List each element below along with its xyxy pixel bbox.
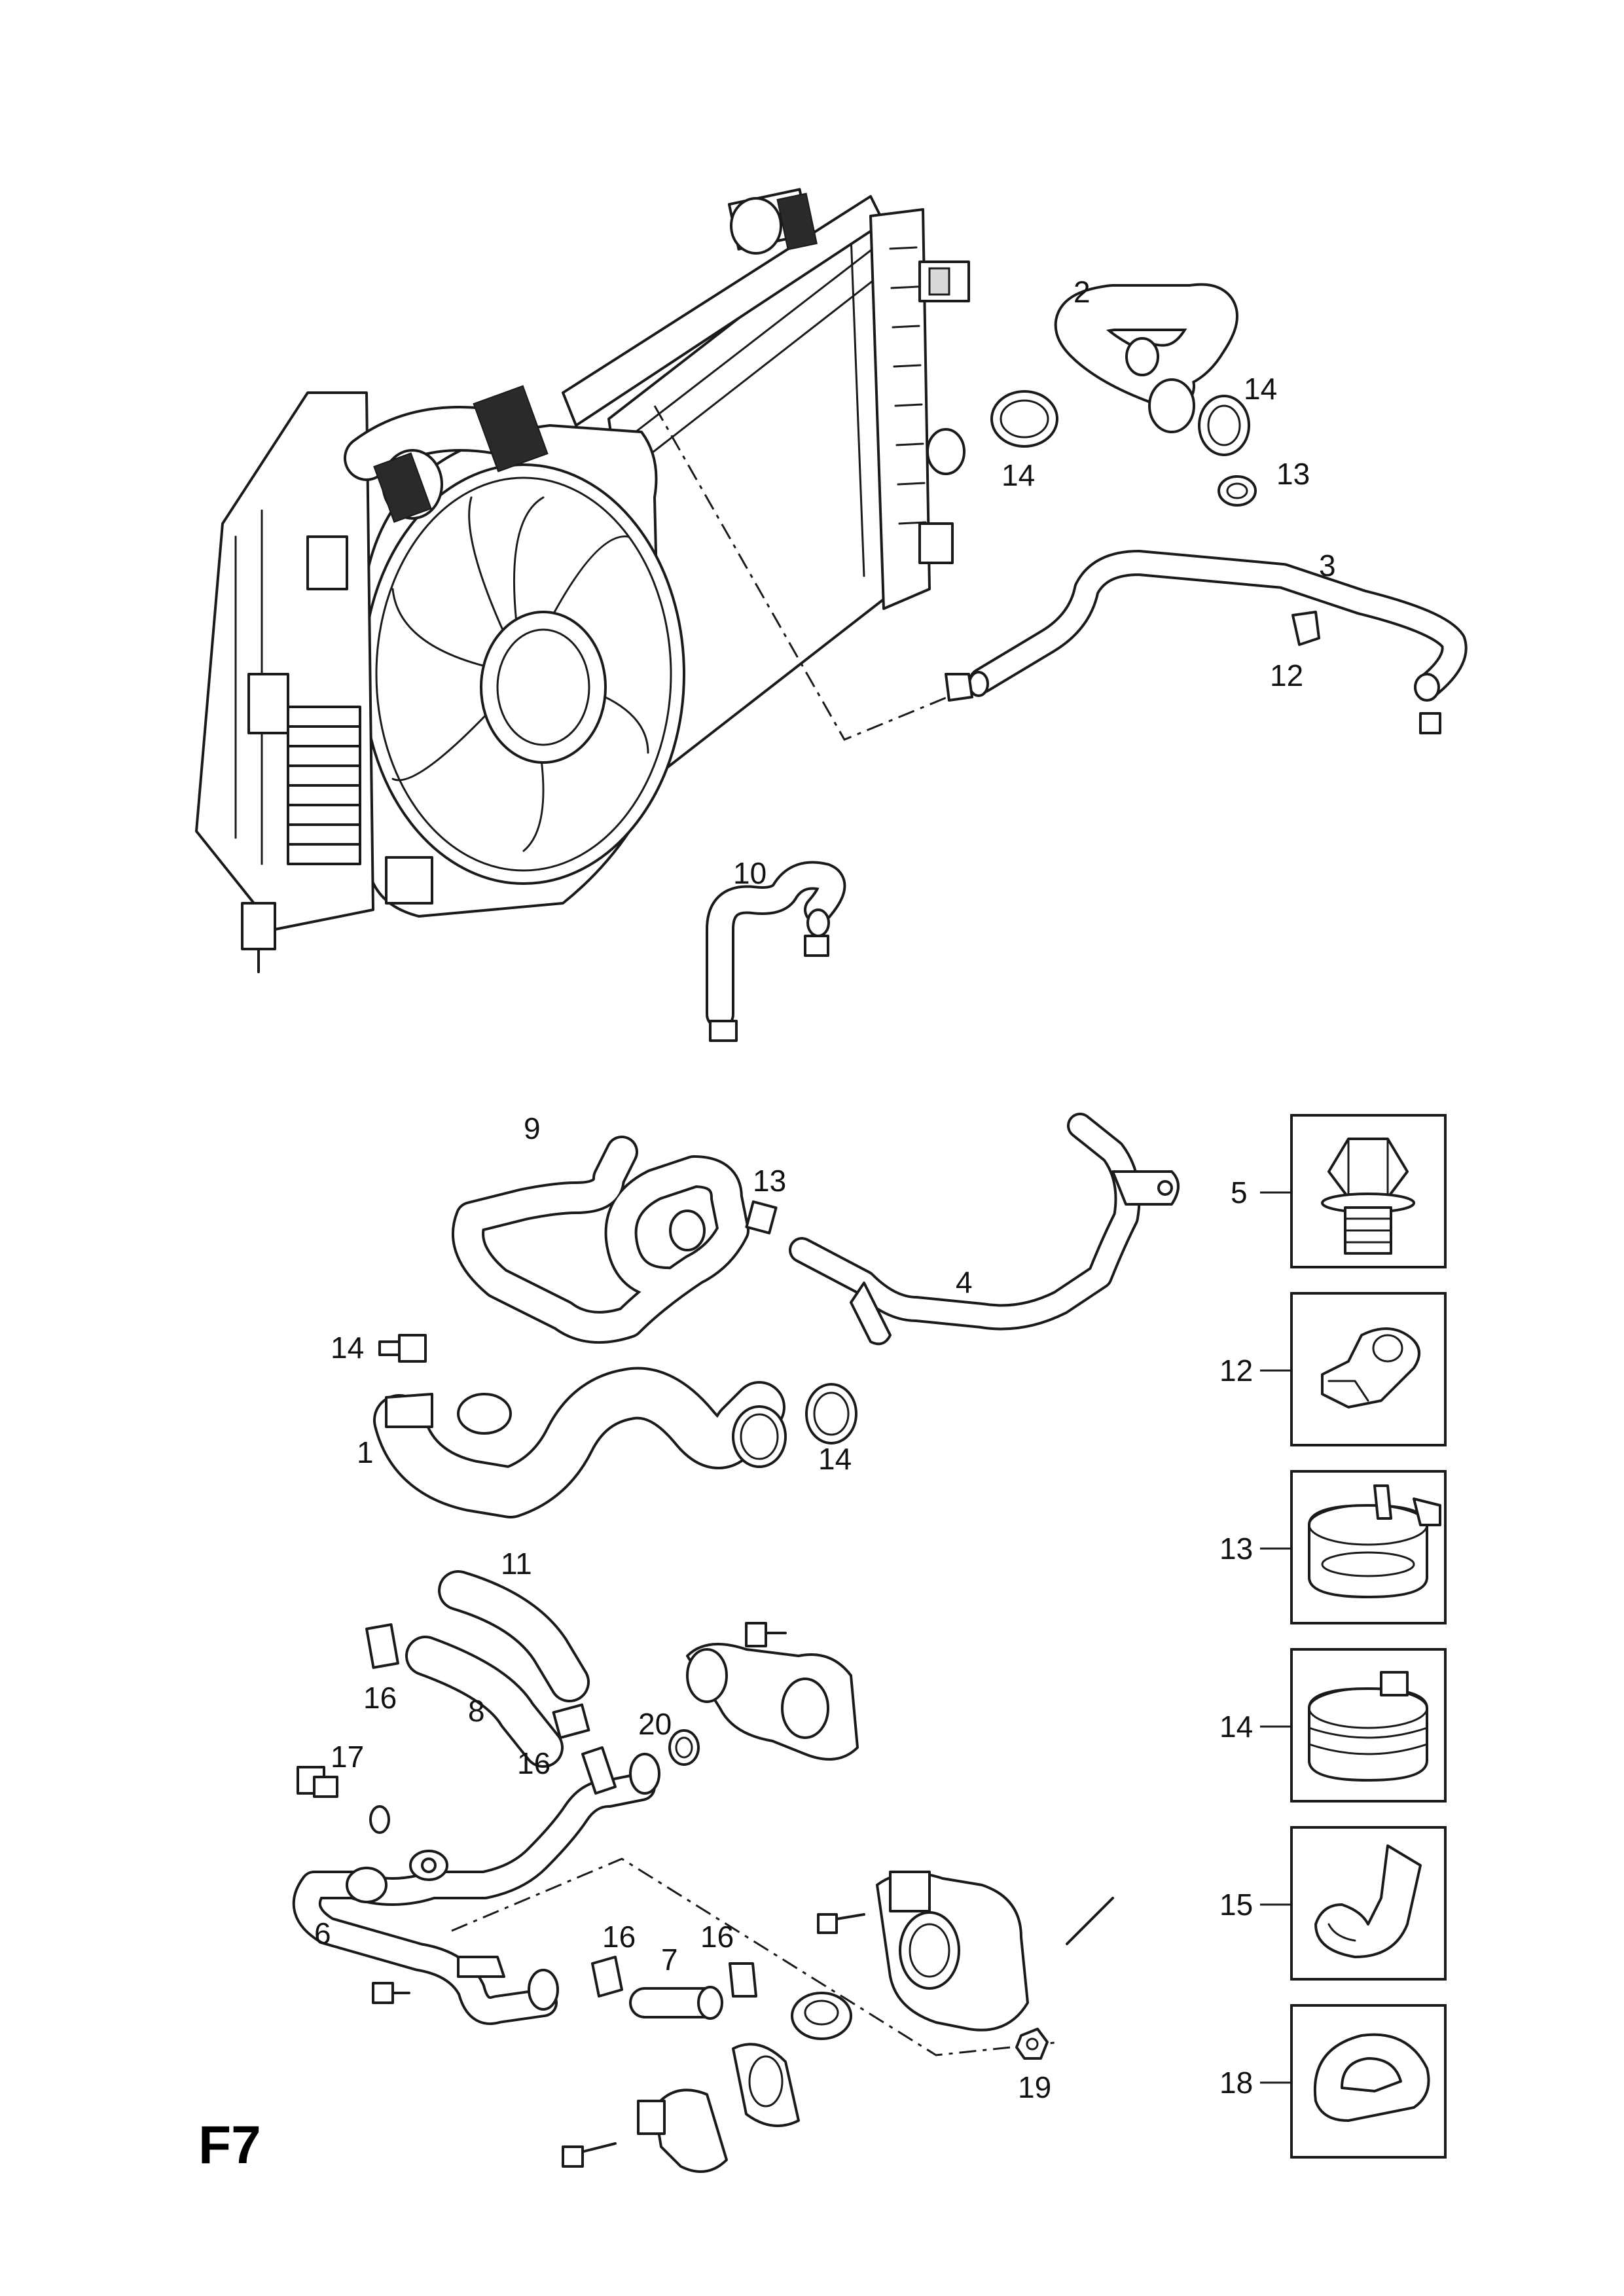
callout-13-mid: 13 <box>753 1164 786 1198</box>
callout-20: 20 <box>638 1707 672 1741</box>
detail-label-18: 18 <box>1219 2066 1253 2100</box>
detail-label-13: 13 <box>1219 1532 1253 1566</box>
detail-label-12: 12 <box>1219 1354 1253 1388</box>
clamp-14-mid-right <box>805 1383 857 1444</box>
clamp-16-lower-right <box>729 1962 757 1998</box>
hose-9 <box>452 1136 749 1344</box>
nut-19 <box>1015 2028 1049 2060</box>
washer-small <box>369 1805 390 1834</box>
callout-19: 19 <box>1018 2070 1051 2104</box>
water-outlet-lower <box>562 2089 728 2173</box>
callout-13-upper: 13 <box>1276 457 1310 491</box>
callout-9: 9 <box>524 1111 541 1145</box>
gasket <box>732 2043 800 2127</box>
callout-16-left: 16 <box>363 1681 397 1715</box>
callout-14-mid-left: 14 <box>331 1331 364 1365</box>
detail-box-5: 5 <box>1231 1114 1447 1268</box>
detail-label-15: 15 <box>1219 1888 1253 1922</box>
hose-8 <box>405 1636 564 1768</box>
hose-1 <box>373 1367 787 1518</box>
clamp-16-mid <box>552 1703 590 1740</box>
callout-14-upper-right: 14 <box>1244 372 1277 406</box>
bolt-small-left <box>372 1982 410 2004</box>
hose-7 <box>629 1986 723 2020</box>
clamp-14-mid-left <box>378 1334 427 1363</box>
clamp-16-left <box>365 1623 399 1669</box>
callout-12-upper: 12 <box>1270 658 1303 692</box>
detail-label-5: 5 <box>1231 1175 1248 1210</box>
detail-box-14: 14 <box>1219 1648 1447 1803</box>
callout-16-lower-left: 16 <box>602 1920 636 1954</box>
clamp-13-upper <box>1218 475 1257 507</box>
callout-4: 4 <box>956 1265 973 1299</box>
detail-box-12: 12 <box>1219 1292 1447 1446</box>
callout-10: 10 <box>733 856 767 890</box>
pipe-4 <box>789 1113 1180 1346</box>
clamp-14-upper-left <box>990 390 1058 448</box>
detail-box-15: 15 <box>1219 1826 1447 1981</box>
callout-7: 7 <box>661 1943 678 1977</box>
callout-14-upper-left: 14 <box>1001 458 1035 492</box>
detail-label-14: 14 <box>1219 1710 1253 1744</box>
callout-17: 17 <box>331 1740 364 1774</box>
page-code: F7 <box>198 2115 261 2175</box>
clamp-14-upper-right <box>1198 395 1250 456</box>
clamp-16-lower-left <box>591 1956 623 1998</box>
pipe-6 <box>292 1746 1061 2056</box>
seal-20 <box>668 1729 700 1766</box>
callout-8: 8 <box>468 1694 485 1728</box>
callout-11: 11 <box>501 1547 532 1581</box>
clip-hose-3-right <box>1419 712 1441 734</box>
detail-box-13: 13 <box>1219 1470 1447 1624</box>
thermostat-housing-upper <box>686 1622 859 1761</box>
radiator-assembly <box>195 188 970 973</box>
callout-6: 6 <box>314 1916 331 1950</box>
clamp-12-upper <box>1291 611 1320 646</box>
clamp-13-mid <box>745 1200 778 1234</box>
callout-16-lower-right: 16 <box>700 1920 734 1954</box>
callout-1: 1 <box>357 1435 374 1469</box>
clip-hose-3-left <box>945 673 973 702</box>
callout-3: 3 <box>1319 548 1336 583</box>
detail-box-18: 18 <box>1219 2004 1447 2159</box>
thermostat <box>791 1992 852 2040</box>
callout-16-mid: 16 <box>517 1746 550 1780</box>
hose-2 <box>1054 283 1238 433</box>
hose-3 <box>968 550 1468 702</box>
callout-14-mid-right: 14 <box>818 1442 852 1476</box>
water-pump-housing <box>817 1871 1114 2032</box>
hose-11 <box>438 1570 590 1702</box>
hose-10 <box>706 861 846 1042</box>
plug-17 <box>297 1766 338 1798</box>
callout-2: 2 <box>1074 275 1091 309</box>
